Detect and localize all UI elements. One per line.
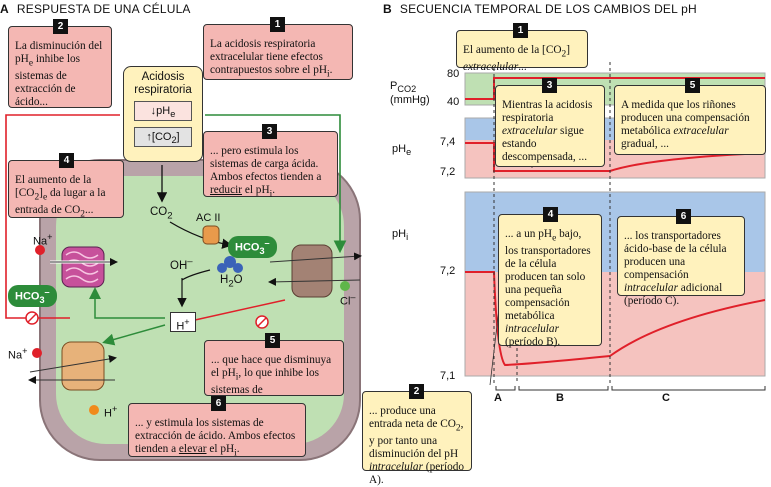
callout-b1: 1 El aumento de la [CO2] extracelular... [456,23,588,73]
period-a-label: A [494,392,502,404]
cl-dot [340,281,350,291]
na-hco3-transporter [61,246,105,288]
pco2-tick-80: 80 [447,68,460,80]
callout-b2: 2 ... produce una entrada neta de CO2, y… [362,384,472,486]
hco3-pill-inner: HCO3– [228,236,277,258]
pco2-axis-label: PCO2(mmHg) [390,80,430,107]
callout-a6: 6 ... y estimula los sistemas de extracc… [128,396,306,458]
phe-axis-label: pHe [392,143,412,158]
co2-label: CO2 [150,206,173,222]
period-c-label: C [662,392,670,404]
callout-a4: 4 El aumento de la [CO2]e da lugar a la … [8,153,124,220]
callout-b6: 6 ... los transportadores ácido-base de … [617,209,745,307]
co2-indicator: ↑[CO2] [134,127,192,147]
phi-axis-label: pHi [392,228,409,243]
period-b-label: B [556,392,564,404]
cl-label: Cl– [340,292,356,308]
h-dot [89,405,99,415]
callout-a1: 1 La acidosis respiratoria extracelular … [203,17,353,80]
hplus-box: H+ [170,312,196,333]
callout-a3: 3 ... pero estimula los sistemas de carg… [203,124,338,199]
stimulate-path [205,114,347,254]
h2o-molecule [217,256,243,273]
callout-a2: 2 La disminución del pHe inhibe los sist… [8,19,112,108]
callout-a5: 5 ... que hace que disminuya el pHi, lo … [204,333,344,396]
phe-tick-74: 7,4 [440,136,456,148]
oh-label: OH– [170,256,193,272]
h2o-label: H2O [220,274,243,290]
phe-indicator: ↓pHe [134,101,192,121]
h-label: H+ [104,404,118,420]
cl-hco3-transporter [291,244,333,298]
acidosis-box: Acidosis respiratoria ↓pHe ↑[CO2] [123,66,203,162]
na-dot-bottom [32,348,42,358]
callout-b5: 5 A medida que los riñones producen una … [614,78,766,155]
na-h-transporter [61,341,105,391]
ac2-enzyme [202,225,220,245]
na-label-top: Na+ [33,232,53,248]
na-dot-top [35,245,45,255]
callout-b3: 3 Mientras la acidosis respiratoria extr… [495,78,605,167]
phe-tick-72: 7,2 [440,166,456,178]
phi-tick-71: 7,1 [440,370,456,382]
na-label-bottom: Na+ [8,346,28,362]
callout-b4: 4 ... a un pHe bajo, los transportadores… [498,207,602,348]
hco3-pill-outer: HCO3– [8,285,57,307]
phi-tick-72: 7,2 [440,265,456,277]
ac2-label: AC II [196,212,221,224]
pco2-tick-40: 40 [447,96,460,108]
